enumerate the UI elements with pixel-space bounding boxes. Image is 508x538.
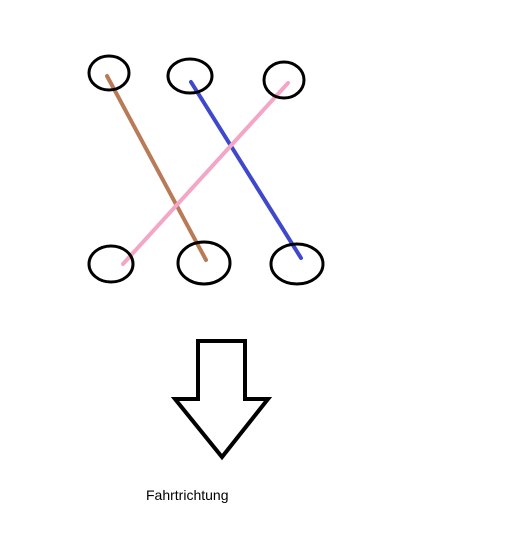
top-middle-circle: [166, 57, 214, 95]
direction-caption: Fahrtrichtung: [146, 487, 229, 503]
bottom-middle-circle: [176, 240, 232, 286]
direction-arrow-down-icon: [170, 339, 273, 461]
bottom-right-circle: [269, 242, 325, 286]
connection-line-blue: [189, 80, 303, 260]
bottom-left-circle: [87, 244, 135, 284]
connection-line-pink: [121, 81, 290, 266]
connection-line-brown: [105, 74, 208, 262]
top-right-circle: [262, 60, 306, 100]
top-left-circle: [87, 54, 131, 92]
